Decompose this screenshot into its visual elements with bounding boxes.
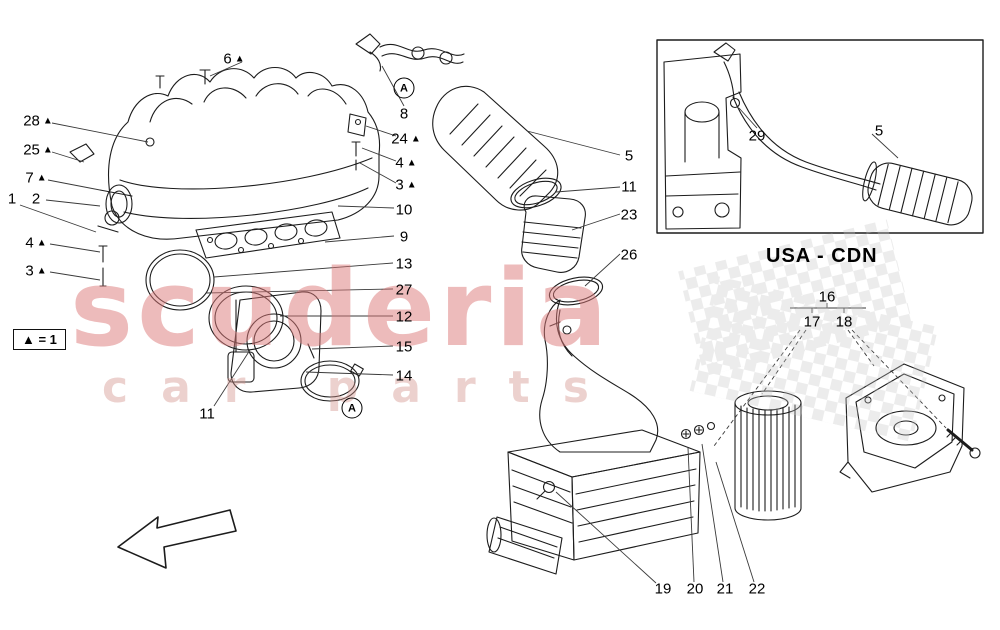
duct-bellows-drawing	[521, 195, 586, 273]
callout-number: 28	[23, 112, 40, 130]
callout-number: 14	[395, 367, 413, 385]
intake-manifold-drawing	[69, 66, 381, 287]
throttle-body-drawing	[227, 291, 322, 393]
callout-c14[interactable]: 14	[396, 368, 413, 385]
callout-number: 4	[395, 154, 404, 172]
callout-number: 15	[395, 338, 413, 356]
callout-c6[interactable]: 6▲	[223, 51, 244, 68]
air-cleaner-box-drawing	[486, 421, 716, 575]
callout-c13[interactable]: 13	[396, 256, 413, 273]
callout-c22[interactable]: 22	[749, 581, 766, 598]
legend-box: ▲ = 1	[13, 329, 66, 350]
callout-number: 3	[25, 262, 34, 280]
callout-c3r[interactable]: 3▲	[395, 177, 416, 194]
callout-number: 5	[624, 147, 634, 165]
callout-number: 9	[399, 228, 409, 246]
checkered-flag-watermark	[678, 219, 939, 443]
callout-c10[interactable]: 10	[396, 202, 413, 219]
callout-number: 29	[748, 127, 766, 145]
breather-hose-drawing	[355, 33, 465, 72]
callout-number: 22	[748, 580, 766, 598]
callout-c19[interactable]: 19	[655, 581, 672, 598]
callout-c24[interactable]: 24▲	[391, 131, 421, 148]
marker-a2: A	[341, 397, 363, 419]
callout-c12[interactable]: 12	[396, 309, 413, 326]
callout-c16[interactable]: 16	[819, 289, 836, 306]
callout-number: 24	[391, 130, 408, 148]
callout-number: 25	[23, 141, 40, 159]
usa-cdn-inset-drawing	[656, 39, 984, 234]
callout-c7[interactable]: 7▲	[25, 170, 46, 187]
callout-number: 26	[620, 246, 638, 264]
triangle-marker-icon: ▲	[36, 265, 47, 276]
triangle-marker-icon: ▲	[42, 115, 53, 126]
callout-c27[interactable]: 27	[396, 282, 413, 299]
callout-c2[interactable]: 2	[32, 191, 40, 208]
callout-c5[interactable]: 5	[625, 148, 633, 165]
callout-number: 20	[686, 580, 704, 598]
callout-c1[interactable]: 1	[8, 191, 16, 208]
callout-number: 19	[654, 580, 672, 598]
triangle-marker-icon: ▲	[36, 237, 47, 248]
callout-c9[interactable]: 9	[400, 229, 408, 246]
manifold-gasket-drawing	[195, 211, 341, 259]
callout-number: 16	[818, 288, 836, 306]
direction-arrow	[117, 509, 237, 569]
callout-c4r[interactable]: 4▲	[395, 155, 416, 172]
callout-c11b[interactable]: 11	[199, 406, 215, 423]
callout-number: 6	[223, 50, 232, 68]
callout-number: 13	[395, 255, 413, 273]
callout-c26[interactable]: 26	[621, 247, 638, 264]
callout-c21[interactable]: 21	[717, 581, 734, 598]
callout-number: 18	[835, 313, 853, 331]
callout-number: 2	[31, 190, 41, 208]
callout-number: 27	[395, 281, 413, 299]
callout-c18[interactable]: 18	[836, 314, 853, 331]
callout-c5i[interactable]: 5	[875, 123, 883, 140]
callout-c20[interactable]: 20	[687, 581, 704, 598]
callout-c29[interactable]: 29	[749, 128, 766, 145]
callout-number: 7	[25, 169, 34, 187]
callout-number: 12	[395, 308, 413, 326]
callout-number: 21	[716, 580, 734, 598]
callout-c3l[interactable]: 3▲	[25, 263, 46, 280]
triangle-marker-icon: ▲	[406, 157, 417, 168]
triangle-marker-icon: ▲	[234, 53, 245, 64]
callout-c15[interactable]: 15	[396, 339, 413, 356]
marker-a1: A	[393, 77, 415, 99]
callout-number: 8	[399, 105, 409, 123]
callout-c25[interactable]: 25▲	[23, 142, 53, 159]
callout-number: 11	[621, 178, 637, 196]
callout-number: 17	[803, 313, 821, 331]
callout-number: 10	[395, 201, 413, 219]
callout-number: 11	[199, 405, 215, 423]
callout-c8[interactable]: 8	[400, 106, 408, 123]
triangle-marker-icon: ▲	[42, 144, 53, 155]
region-label: USA - CDN	[766, 245, 878, 267]
triangle-marker-icon: ▲	[410, 133, 421, 144]
callout-number: A	[400, 82, 408, 94]
callout-c17[interactable]: 17	[804, 314, 821, 331]
callout-number: 3	[395, 176, 404, 194]
callout-number: 5	[874, 122, 884, 140]
triangle-marker-icon: ▲	[36, 172, 47, 183]
hose-clamp-mid-drawing	[510, 177, 562, 209]
air-duct-drawing	[539, 299, 659, 453]
callout-number: A	[348, 402, 356, 414]
intake-hose-drawing	[432, 85, 559, 211]
triangle-marker-icon: ▲	[406, 179, 417, 190]
callout-c23[interactable]: 23	[621, 207, 638, 224]
hose-clamp-lower-drawing	[548, 276, 604, 306]
callout-c28[interactable]: 28▲	[23, 113, 53, 130]
callout-c4l[interactable]: 4▲	[25, 235, 46, 252]
callout-number: 4	[25, 234, 34, 252]
callout-c11[interactable]: 11	[621, 179, 637, 196]
callout-number: 1	[7, 190, 17, 208]
callout-number: 23	[620, 206, 638, 224]
